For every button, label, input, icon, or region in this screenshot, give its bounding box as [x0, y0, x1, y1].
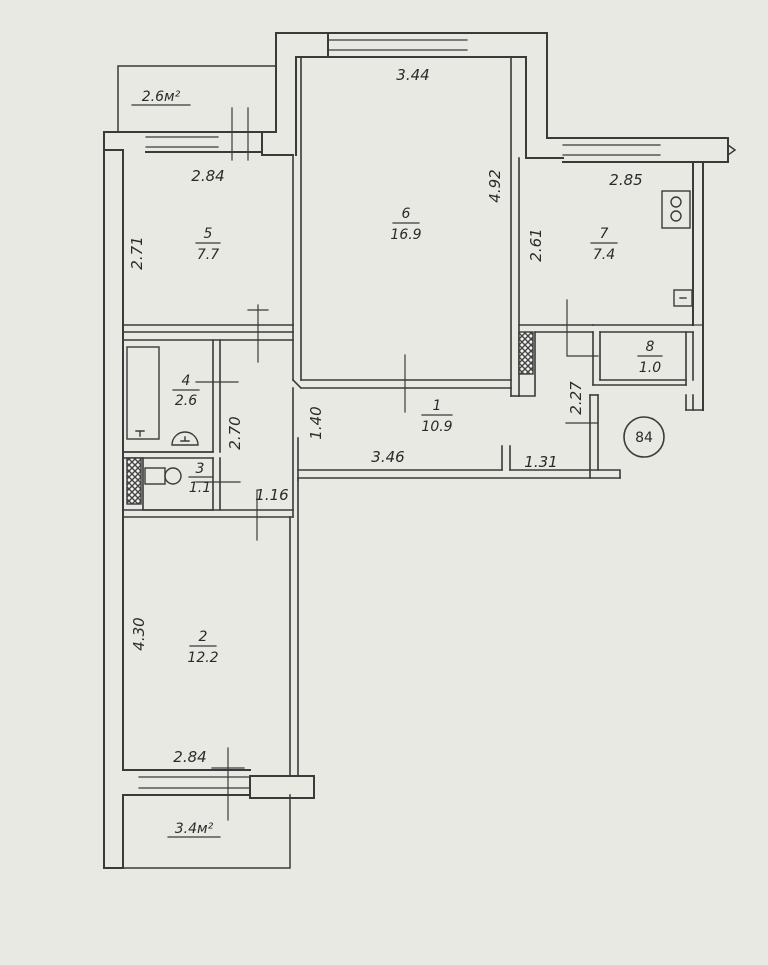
room-labels: 6 16.9 5 7.7 7 7.4 8 1.0 4 2.6 1 10.9 3 …	[175, 206, 661, 666]
room-1-number: 1	[433, 398, 442, 414]
ventilation-shaft-kitchen	[518, 331, 534, 375]
balcony-top-outline	[117, 65, 277, 133]
dim-room7-depth: 2.61	[527, 228, 545, 261]
balcony-labels: 2.6м² 3.4м²	[142, 89, 214, 837]
dim-room6-width: 3.44	[396, 66, 429, 84]
dim-room5-depth: 2.71	[128, 236, 146, 269]
room-5-area: 7.7	[197, 247, 219, 263]
dimension-labels: 3.44 4.92 2.84 2.71 2.85 2.61 2.27 1.40 …	[128, 66, 643, 766]
room-6-area: 16.9	[390, 227, 421, 243]
dim-hall-depth: 2.27	[567, 381, 585, 415]
dim-room6-depth: 4.92	[486, 169, 504, 202]
dim-lobby-depth: 2.70	[226, 416, 244, 449]
area-fraction-bars	[131, 104, 663, 838]
dim-corridor-end: 1.31	[524, 453, 557, 471]
dim-hall-width: 1.40	[307, 406, 325, 439]
toilet	[144, 467, 182, 485]
room-2-area: 12.2	[187, 650, 218, 666]
interior-walls	[122, 56, 704, 777]
dim-room5-width: 2.84	[191, 167, 224, 185]
room-5-number: 5	[204, 226, 213, 242]
room-3-number: 3	[196, 461, 205, 477]
balcony-top-area: 2.6м²	[142, 89, 181, 105]
ventilation-shaft-wc	[126, 457, 142, 505]
dim-room2-depth: 4.30	[130, 617, 148, 650]
room-4-area: 2.6	[175, 393, 197, 409]
room-4-number: 4	[182, 373, 191, 389]
sink-bath	[171, 431, 199, 446]
kitchen-sink	[673, 289, 693, 307]
door-marks	[195, 107, 599, 821]
bathtub	[126, 346, 160, 440]
room-8-area: 1.0	[639, 360, 661, 376]
room-7-area: 7.4	[593, 247, 615, 263]
room-3-area: 1.1	[189, 480, 211, 496]
apartment-number: 84	[635, 430, 653, 446]
room-2-number: 2	[199, 629, 208, 645]
exterior-walls	[103, 32, 737, 869]
dim-corridor-length: 3.46	[371, 448, 404, 466]
dim-room2-width: 2.84	[173, 748, 206, 766]
kitchen-stove	[661, 190, 691, 229]
dim-lobby-width: 1.16	[255, 486, 288, 504]
balcony-bottom-outline	[122, 794, 291, 869]
apartment-number-circle	[623, 416, 665, 458]
room-1-area: 10.9	[421, 419, 452, 435]
room-7-number: 7	[600, 226, 609, 242]
balcony-bottom-area: 3.4м²	[175, 821, 214, 837]
dim-room7-width: 2.85	[609, 171, 642, 189]
room-8-number: 8	[646, 339, 655, 355]
room-6-number: 6	[402, 206, 411, 222]
